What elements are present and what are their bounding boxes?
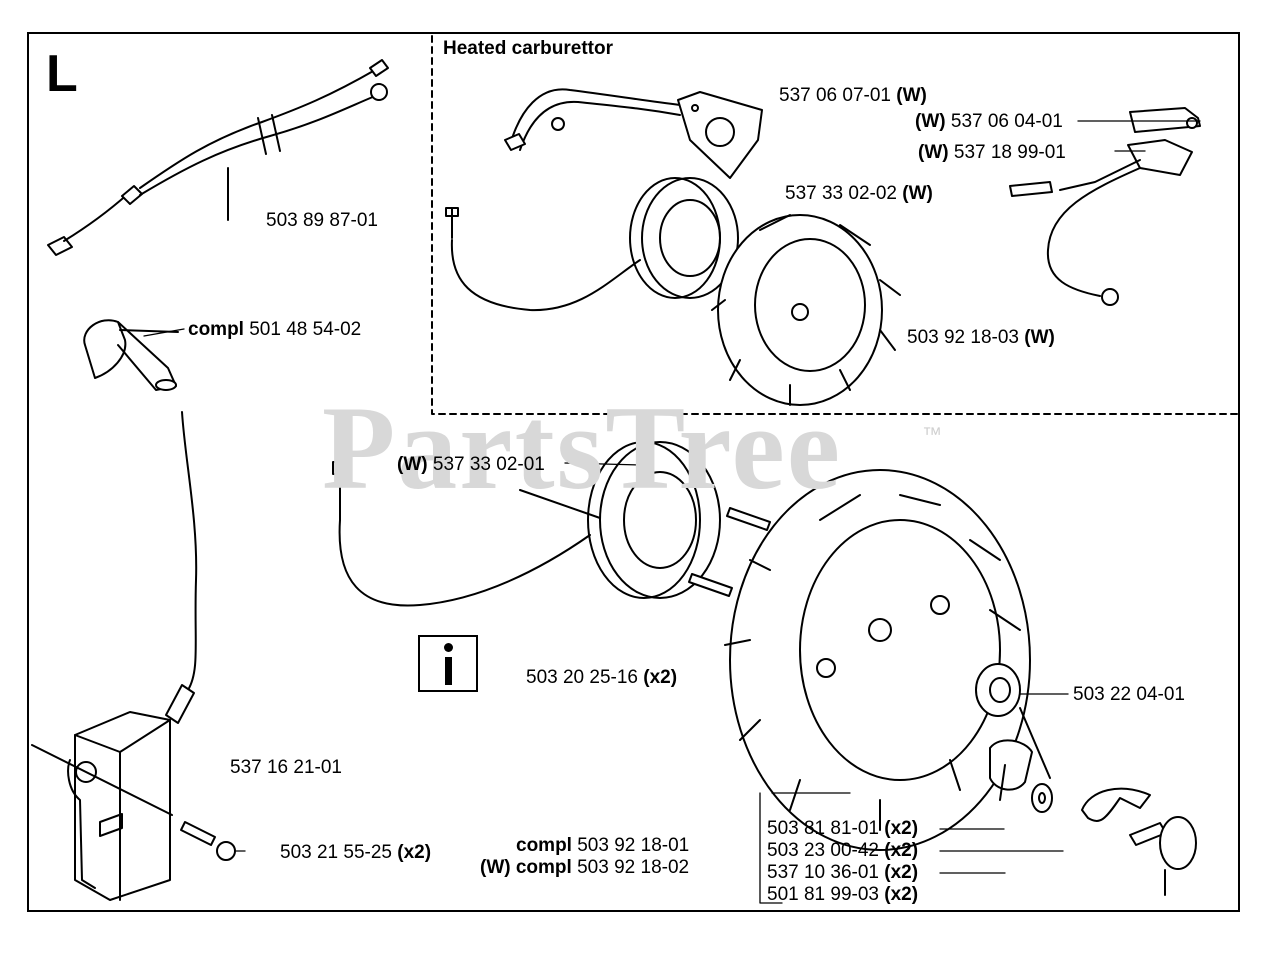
label-nut: 503 22 04-01 (1073, 684, 1185, 705)
label-ignition-module: 537 16 21-01 (230, 757, 342, 778)
label-coil: (W) 537 33 02-01 (397, 454, 545, 475)
label-heater-bracket: 537 06 07-01 (W) (779, 85, 927, 106)
section-letter: L (46, 45, 78, 103)
label-plate: (W) 537 06 04-01 (915, 111, 1063, 132)
flywheel-part (724, 469, 1031, 851)
label-module-screw: 503 21 55-25 (x2) (280, 842, 432, 863)
leader-lines (143, 120, 1201, 904)
heated-carburettor-title: Heated carburettor (443, 38, 613, 59)
label-flywheel-compl-w: (W) compl 503 92 18-02 (480, 857, 690, 878)
wiring-harness-part (47, 59, 389, 256)
diagram-frame (27, 32, 1240, 912)
ignition-coil-part (332, 441, 771, 607)
label-flywheel-compl: compl 503 92 18-01 (516, 835, 690, 856)
label-kit-4: 501 81 99-03 (x2) (767, 884, 919, 905)
heater-bracket-part (504, 88, 763, 179)
trademark: ™ (922, 424, 942, 446)
label-thermostat: (W) 537 18 99-01 (918, 142, 1066, 163)
label-kit-3: 537 10 36-01 (x2) (767, 862, 919, 883)
label-heated-coil: 537 33 02-02 (W) (785, 183, 933, 204)
label-heated-flywheel: 503 92 18-03 (W) (907, 327, 1055, 348)
heated-coil-part (445, 177, 739, 312)
spark-plug-boot-part (83, 319, 179, 391)
label-kit-1: 503 81 81-01 (x2) (767, 818, 919, 839)
info-icon (418, 635, 478, 692)
heated-carburettor-region (431, 35, 1241, 415)
ignition-module-part (31, 411, 236, 901)
heated-flywheel-part (711, 214, 901, 406)
label-kit-2: 503 23 00-42 (x2) (767, 840, 919, 861)
label-spark-boot: compl 501 48 54-02 (188, 319, 362, 340)
nut-washer-parts (975, 663, 1197, 896)
label-harness: 503 89 87-01 (266, 210, 378, 231)
watermark: PartsTree (322, 381, 842, 514)
label-coil-screw: 503 20 25-16 (x2) (526, 667, 678, 688)
